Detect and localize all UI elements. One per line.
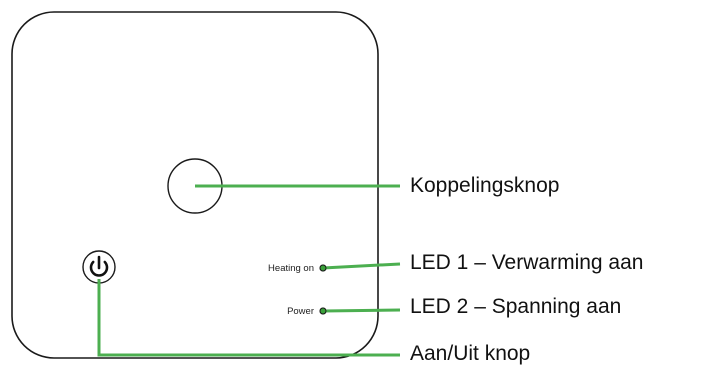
- callout-line-power: [97, 279, 400, 357]
- callout-led2: LED 2 – Spanning aan: [410, 295, 622, 318]
- callout-pairing-button: Koppelingsknop: [410, 174, 560, 197]
- led-heating-label: Heating on: [268, 263, 314, 274]
- callout-power-button: Aan/Uit knop: [410, 342, 531, 365]
- callout-line-led2: [322, 308, 401, 313]
- power-icon: [89, 255, 109, 277]
- callout-led1: LED 1 – Verwarming aan: [410, 251, 644, 274]
- callout-lines: [97, 184, 401, 357]
- power-button[interactable]: [82, 250, 116, 284]
- led-power-label: Power: [287, 306, 314, 317]
- callout-line-led1: [322, 262, 401, 270]
